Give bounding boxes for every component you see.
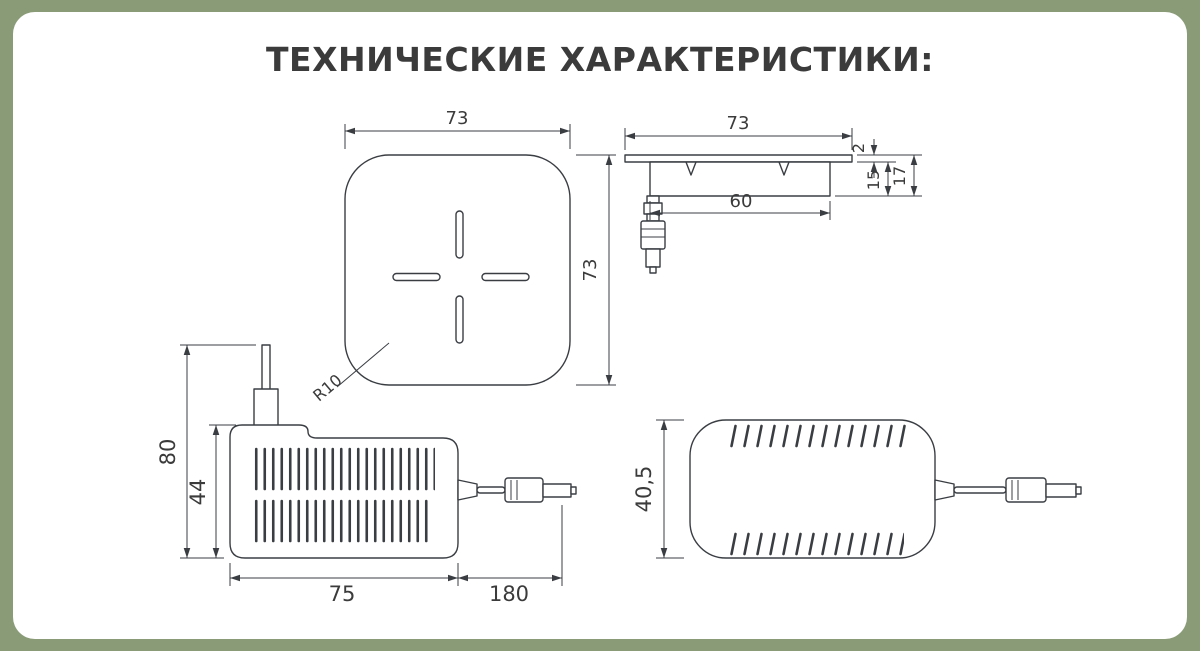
output-cable-top <box>934 477 1082 503</box>
dim-label-total-height: 80 <box>156 439 180 466</box>
pin <box>261 344 271 391</box>
slot-top <box>455 210 464 259</box>
snap-clip-left <box>685 161 697 176</box>
cable <box>476 486 506 494</box>
spec-card: ТЕХНИЧЕСКИЕ ХАРАКТЕРИСТИКИ: <box>13 12 1187 639</box>
leader-line <box>336 342 390 388</box>
dim-charger-width: 73 <box>344 108 571 149</box>
dim-label-body-width: 60 <box>730 191 753 212</box>
dim-label-recess-depth: 15 <box>864 170 883 190</box>
plug-barrel <box>1045 483 1077 498</box>
dim-plate-thickness: 2 <box>849 139 922 178</box>
dim-charger-height: 73 <box>576 154 616 386</box>
connector-barrel <box>645 248 661 268</box>
dim-plate-width: 73 <box>624 113 853 150</box>
dim-adapter-width: 40,5 <box>632 419 684 559</box>
dim-label-cable-length: 180 <box>489 582 529 606</box>
output-cable-side <box>457 477 577 503</box>
plug-tip <box>570 486 577 495</box>
connector-body <box>640 220 666 250</box>
vents-upper <box>252 446 435 492</box>
charger-side-view: 73 2 15 17 60 <box>624 113 922 274</box>
strain-relief <box>934 479 955 501</box>
adapter-top-view: 40,5 <box>632 419 1082 559</box>
dim-cable-length: 180 <box>458 505 563 606</box>
dim-label-body-height: 44 <box>186 479 210 506</box>
dc-connector <box>640 195 666 274</box>
charger-cross-slots <box>392 210 530 344</box>
cable <box>953 486 1007 494</box>
slot-right <box>481 272 530 282</box>
dim-total-height: 80 <box>156 344 256 559</box>
dim-label-plate-thickness: 2 <box>849 143 868 153</box>
connector-collar <box>643 202 663 215</box>
snap-clip-right <box>778 161 790 176</box>
pin-base <box>253 388 279 427</box>
dim-label-corner-radius: R10 <box>309 370 345 405</box>
plug-barrel <box>542 483 572 498</box>
strain-relief <box>457 479 478 501</box>
connector-tip <box>649 266 657 274</box>
dim-recess-depth: 15 <box>835 162 922 197</box>
charger-top-view: 73 73 R10 <box>309 108 616 405</box>
adapter-side-view: 80 44 75 180 <box>156 344 577 606</box>
dim-body-height: 44 <box>186 424 236 558</box>
slot-bottom <box>455 295 464 344</box>
charger-body-outline <box>344 154 571 386</box>
page-title: ТЕХНИЧЕСКИЕ ХАРАКТЕРИСТИКИ: <box>266 40 934 79</box>
plug-tip <box>1075 486 1082 495</box>
vents-bottom <box>727 532 904 556</box>
dim-total-depth: 17 <box>890 155 918 196</box>
dim-label-charger-height: 73 <box>580 259 601 282</box>
connector-neck2 <box>646 213 660 222</box>
dim-body-length: 75 <box>229 563 459 606</box>
slot-left <box>392 272 441 282</box>
dim-label-adapter-width: 40,5 <box>632 466 656 513</box>
dim-label-plate-width: 73 <box>727 113 750 134</box>
mounting-plate <box>624 154 853 163</box>
dim-label-body-length: 75 <box>329 582 356 606</box>
connector-neck <box>646 195 660 204</box>
dim-body-width: 60 <box>649 191 831 220</box>
dim-label-total-depth: 17 <box>890 166 909 186</box>
recessed-body <box>649 161 831 197</box>
vents-top <box>727 424 909 448</box>
plug-pin <box>253 344 279 427</box>
dim-label-charger-width: 73 <box>446 108 469 129</box>
vents-lower <box>252 498 428 544</box>
